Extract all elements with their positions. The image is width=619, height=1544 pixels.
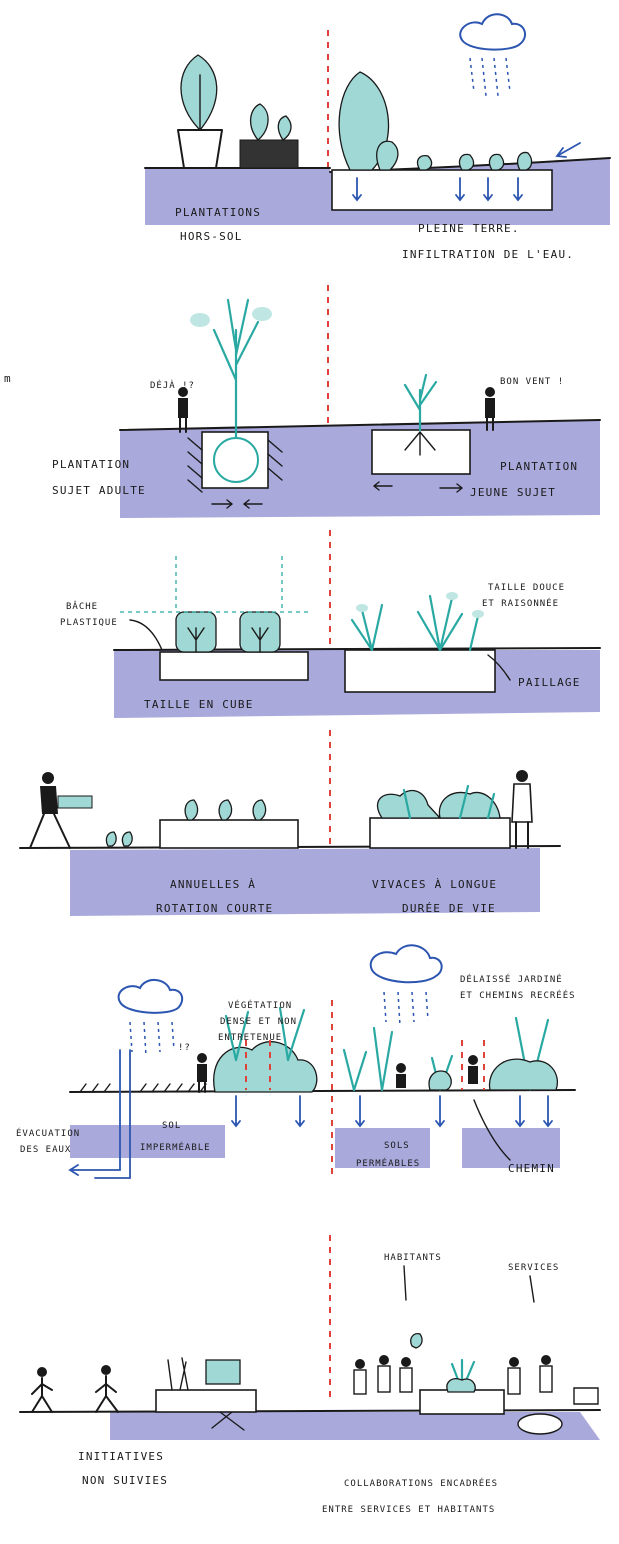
speech-deja: DÉJÀ !? bbox=[150, 379, 195, 391]
panel-6: HABITANTS SERVICES INITIATIVES NON SUIVI… bbox=[20, 1235, 600, 1515]
perennial-plants-icon bbox=[377, 786, 500, 818]
person-icon bbox=[197, 1053, 207, 1092]
label-evacuation: ÉVACUATION bbox=[16, 1127, 80, 1139]
inhabitants-group-icon bbox=[354, 1334, 422, 1394]
cloud-icon bbox=[119, 980, 183, 1056]
shared-bed bbox=[420, 1390, 504, 1414]
perennial-bed bbox=[370, 818, 510, 848]
label-vivaces: VIVACES À LONGUE bbox=[372, 878, 497, 891]
label-des-eaux: DES EAUX bbox=[20, 1145, 71, 1155]
label-services-habitants: ENTRE SERVICES ET HABITANTS bbox=[322, 1505, 495, 1515]
label-permeables: PERMÉABLES bbox=[356, 1157, 420, 1169]
services-pointer bbox=[530, 1276, 534, 1302]
ground-line-6 bbox=[20, 1410, 600, 1412]
label-initiatives: INITIATIVES bbox=[78, 1450, 164, 1463]
label-collaborations: COLLABORATIONS ENCADRÉES bbox=[344, 1477, 498, 1489]
label-taille-douce: TAILLE DOUCE bbox=[488, 583, 565, 593]
garden-plants-icon bbox=[344, 1018, 557, 1090]
label-raisonnee: ET RAISONNÉE bbox=[482, 597, 559, 609]
tarp-pointer bbox=[130, 620, 162, 650]
label-plantation-adult: PLANTATION bbox=[52, 458, 130, 471]
soil-bed-cube bbox=[160, 652, 308, 680]
label-plantations-hors-sol: PLANTATIONS bbox=[175, 206, 261, 219]
drain-pipe bbox=[70, 1050, 130, 1178]
label-paillage: PAILLAGE bbox=[518, 676, 581, 689]
shared-plants-icon bbox=[447, 1360, 475, 1392]
person-icon bbox=[32, 1367, 52, 1412]
panel-1: PLANTATIONS HORS-SOL PLEINE TERRE. INFIL… bbox=[145, 14, 610, 261]
label-jeune-sujet: JEUNE SUJET bbox=[470, 486, 556, 499]
stray-letter: m bbox=[4, 372, 12, 385]
cube-guide-lines bbox=[120, 556, 310, 612]
label-habitants: HABITANTS bbox=[384, 1253, 442, 1263]
label-annuelles: ANNUELLES À bbox=[170, 878, 256, 891]
person-icon bbox=[96, 1365, 118, 1412]
label-sujet-adulte: SUJET ADULTE bbox=[52, 484, 146, 497]
label-sols: SOLS bbox=[384, 1141, 410, 1151]
cloud-icon bbox=[371, 945, 442, 1026]
label-plastique: PLASTIQUE bbox=[60, 618, 118, 628]
label-taille-cube: TAILLE EN CUBE bbox=[144, 698, 254, 711]
speech-exclaim: !? bbox=[178, 1043, 191, 1053]
annual-bed bbox=[160, 820, 298, 848]
label-chemin: CHEMIN bbox=[508, 1162, 555, 1175]
label-entretenue: ENTRETENUE bbox=[218, 1033, 282, 1043]
label-plantation-young: PLANTATION bbox=[500, 460, 578, 473]
adult-tree-icon bbox=[190, 300, 272, 438]
person-icon bbox=[512, 770, 532, 848]
panel-4: ANNUELLES À ROTATION COURTE VIVACES À LO… bbox=[20, 730, 560, 916]
label-delaisse: DÉLAISSÉ JARDINÉ bbox=[460, 973, 563, 985]
label-bache: BÂCHE bbox=[66, 600, 98, 612]
label-chemins: ET CHEMINS RECRÉÉS bbox=[460, 989, 576, 1001]
label-services: SERVICES bbox=[508, 1263, 559, 1273]
person-icon bbox=[396, 1063, 406, 1088]
speech-bon-vent: BON VENT ! bbox=[500, 377, 564, 387]
label-non-suivies: NON SUIVIES bbox=[82, 1474, 168, 1487]
cube-hedge-icon bbox=[176, 612, 280, 652]
panel-2: DÉJÀ !? BON VENT ! m PLANTATION SUJET AD… bbox=[4, 285, 600, 518]
cloud-icon bbox=[460, 14, 525, 96]
label-vegetation: VÉGÉTATION bbox=[228, 999, 292, 1011]
label-sol: SOL bbox=[162, 1121, 181, 1131]
abandoned-bed bbox=[156, 1390, 256, 1412]
label-impermeable: IMPERMÉABLE bbox=[140, 1141, 211, 1153]
panel-3: BÂCHE PLASTIQUE TAILLE EN CUBE TAILLE DO… bbox=[60, 530, 600, 718]
soil-bed-mulch bbox=[345, 650, 495, 692]
label-rotation-courte: ROTATION COURTE bbox=[156, 902, 273, 915]
planter-box-icon bbox=[240, 104, 298, 168]
plants-in-ground-1 bbox=[339, 72, 532, 170]
person-icon bbox=[468, 1055, 478, 1084]
habitants-pointer bbox=[404, 1266, 406, 1300]
pit-young-tree bbox=[372, 430, 470, 474]
infiltration-arrows-5 bbox=[232, 1096, 552, 1126]
label-infiltration: INFILTRATION DE L'EAU. bbox=[402, 248, 574, 261]
gardener-icon bbox=[30, 772, 92, 848]
soil-bed-1 bbox=[332, 170, 552, 210]
panel-5: !? VÉGÉTATION DENSE ET NON ENTRETENUE DÉ… bbox=[16, 945, 576, 1180]
pot-plant-icon bbox=[178, 55, 222, 168]
label-pleine-terre: PLEINE TERRE. bbox=[418, 222, 520, 235]
label-dense: DENSE ET NON bbox=[220, 1017, 297, 1027]
soft-pruned-plants-icon bbox=[352, 592, 484, 650]
person-icon bbox=[178, 387, 188, 432]
label-plantations-hors-sol-2: HORS-SOL bbox=[180, 230, 243, 243]
label-duree-vie: DURÉE DE VIE bbox=[402, 902, 496, 915]
